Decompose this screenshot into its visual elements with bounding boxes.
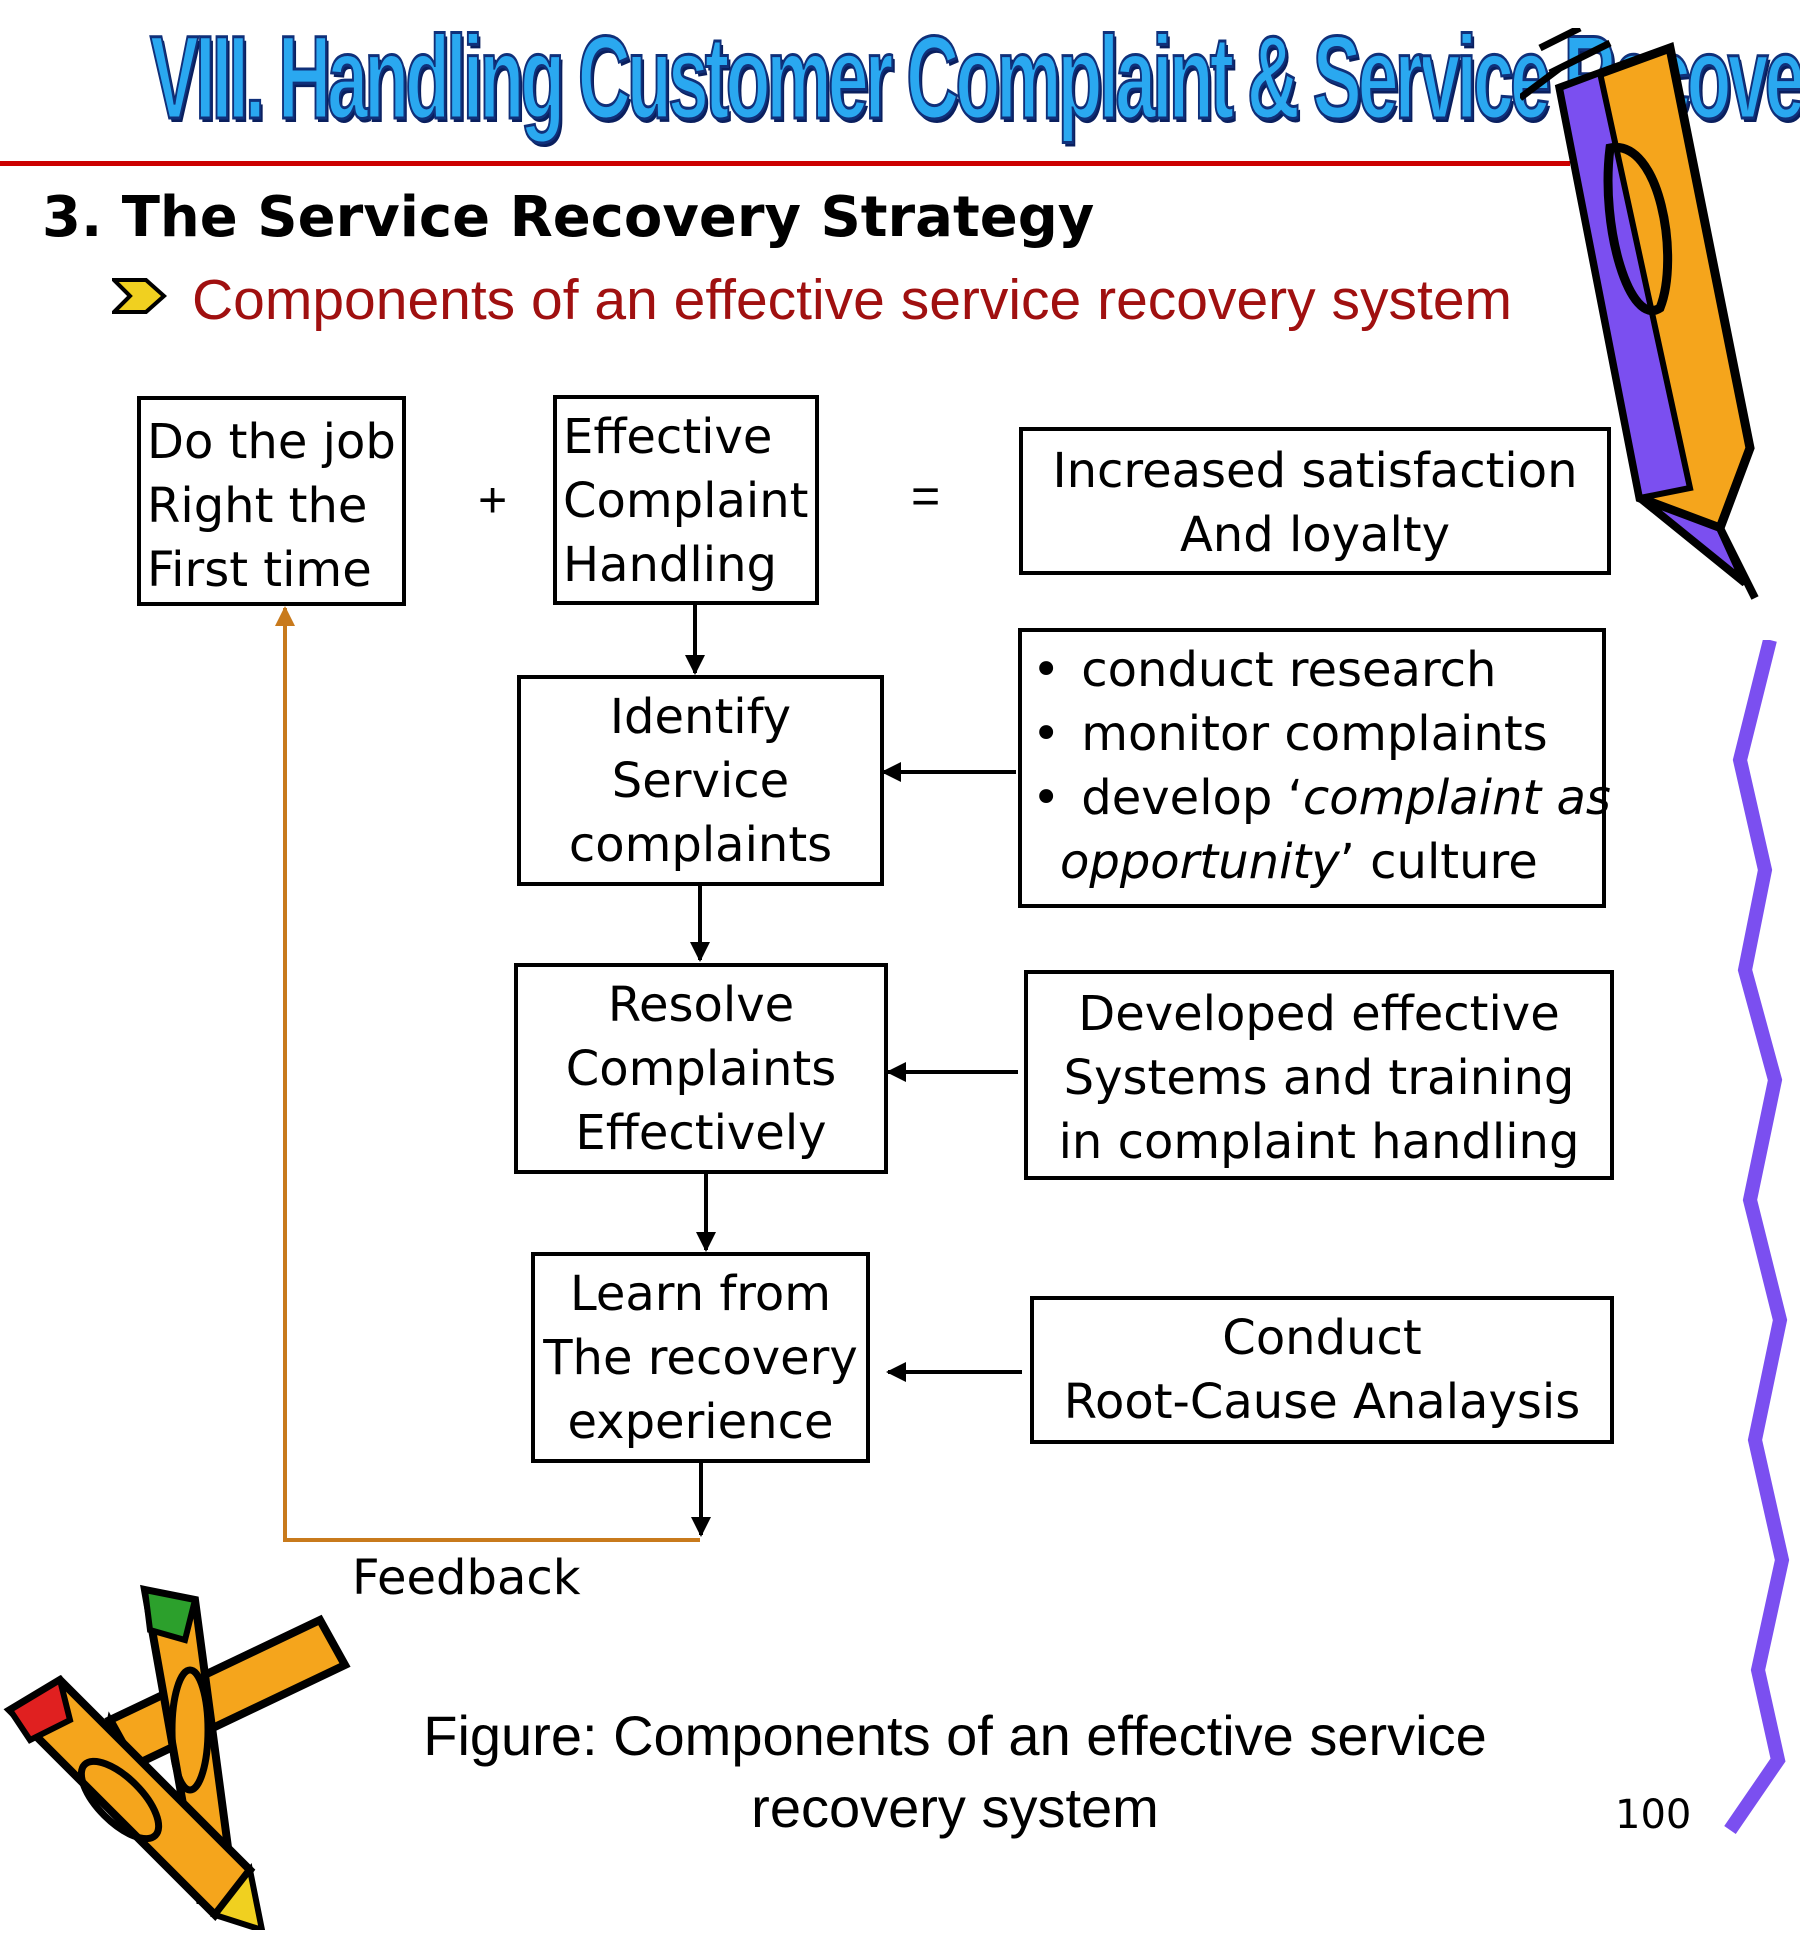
pencil-icon	[1520, 28, 1759, 600]
box-developed-systems: Developed effective Systems and training…	[1024, 970, 1614, 1180]
list-item: • monitor complaints	[1032, 702, 1602, 766]
list-item-text: conduct research	[1066, 642, 1497, 698]
box-do-job-right: Do the job Right the First time	[137, 396, 406, 606]
box-line: Effectively	[575, 1105, 827, 1161]
list-item-text: monitor complaints	[1066, 706, 1548, 762]
list-item-text: ’ culture	[1339, 834, 1538, 890]
box-line: Resolve	[607, 977, 795, 1033]
box-line: First time	[147, 542, 372, 598]
list-item-italic: complaint as	[1302, 770, 1611, 826]
box-line: Learn from	[569, 1266, 832, 1322]
box-line: Right the	[147, 478, 368, 534]
section-heading: 3. The Service Recovery Strategy	[42, 185, 1095, 250]
list-item-continuation: opportunity’ culture	[1032, 830, 1602, 894]
box-line: Developed effective	[1078, 986, 1560, 1042]
bullet-dot: •	[1032, 706, 1061, 762]
crossed-pencils-icon	[3, 1584, 351, 1930]
box-resolve-complaints: Resolve Complaints Effectively	[514, 963, 888, 1174]
caption-line: Figure: Components of an effective servi…	[423, 1704, 1487, 1767]
title-divider	[0, 161, 1570, 166]
list-item-italic: opportunity	[1060, 834, 1340, 890]
list-item-text: develop ‘	[1066, 770, 1303, 826]
list-item: • conduct research	[1032, 638, 1602, 702]
box-research-actions: • conduct research • monitor complaints …	[1018, 628, 1611, 908]
box-line: Service	[611, 753, 790, 809]
caption-line: recovery system	[751, 1776, 1159, 1839]
plus-operator: +	[478, 472, 508, 528]
box-identify-service-complaints: Identify Service complaints	[517, 675, 884, 886]
box-line: Complaint	[563, 473, 809, 529]
box-line: Root-Cause Analaysis	[1063, 1374, 1581, 1430]
box-increased-satisfaction: Increased satisfaction And loyalty	[1019, 427, 1611, 575]
page-number: 100	[1615, 1792, 1692, 1838]
box-line: Effective	[563, 409, 773, 465]
box-line: Do the job	[147, 414, 396, 470]
box-root-cause-analysis: Conduct Root-Cause Analaysis	[1030, 1296, 1614, 1444]
squiggle-line-icon	[1724, 640, 1790, 1834]
slide-title: VIII. Handling Customer Complaint & Serv…	[149, 12, 1800, 144]
box-line: Systems and training	[1063, 1050, 1575, 1106]
box-line: Conduct	[1222, 1310, 1422, 1366]
box-learn-from-recovery: Learn from The recovery experience	[531, 1252, 870, 1463]
figure-caption: Figure: Components of an effective servi…	[360, 1700, 1550, 1844]
bullet-dot: •	[1032, 770, 1061, 826]
equals-operator: =	[911, 468, 941, 524]
box-line: in complaint handling	[1058, 1114, 1580, 1170]
bullet-dot: •	[1032, 642, 1061, 698]
box-line: Handling	[563, 537, 777, 593]
box-line: experience	[567, 1394, 834, 1450]
sub-heading: Components of an effective service recov…	[192, 268, 1513, 332]
list-item: • develop ‘complaint as	[1032, 766, 1611, 830]
box-line: Increased satisfaction	[1052, 443, 1578, 499]
box-line: complaints	[568, 817, 833, 873]
box-effective-complaint-handling: Effective Complaint Handling	[553, 395, 819, 605]
box-line: Identify	[609, 689, 792, 745]
box-line: Complaints	[565, 1041, 837, 1097]
box-line: The recovery	[543, 1330, 858, 1386]
chevron-arrow-icon	[112, 278, 168, 314]
feedback-label: Feedback	[352, 1550, 581, 1606]
box-line: And loyalty	[1179, 507, 1451, 563]
